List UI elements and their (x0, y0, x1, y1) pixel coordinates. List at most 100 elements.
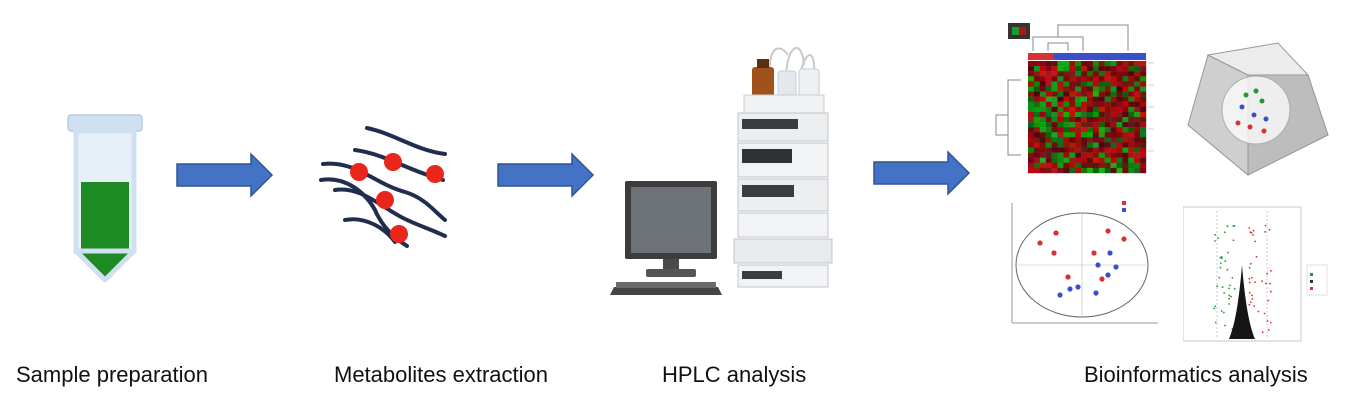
heatmap-cell (1045, 132, 1052, 138)
heatmap-cell (1051, 142, 1058, 148)
heatmap-cell (1122, 111, 1129, 118)
heatmap-cell (1045, 76, 1052, 82)
heatmap-cell (1075, 132, 1082, 138)
heatmap-cell (1033, 152, 1040, 158)
heatmap-cell (1122, 101, 1129, 108)
heatmap-cell (1028, 127, 1035, 133)
heatmap-cell (1028, 157, 1035, 164)
volcano-dot (1220, 256, 1223, 258)
heatmap-cell (1122, 61, 1129, 67)
heatmap-cell (1063, 86, 1070, 92)
heatmap-cell (1075, 137, 1082, 143)
heatmap-cell (1104, 142, 1111, 148)
heatmap-cell (1098, 142, 1105, 148)
volcano-dot (1249, 301, 1252, 304)
heatmap-cell (1039, 111, 1046, 118)
heatmap-cell (1057, 152, 1064, 158)
heatmap-cell (1128, 61, 1135, 67)
heatmap-cell (1033, 66, 1040, 72)
heatmap-cell (1140, 147, 1147, 153)
heatmap-cell (1051, 157, 1058, 164)
heatmap-cell (1140, 162, 1147, 169)
heatmap-cell (1039, 91, 1046, 97)
heatmap-cell (1122, 71, 1129, 77)
heatmap-cell (1098, 66, 1105, 72)
heatmap-cell (1087, 96, 1094, 102)
heatmap-cell (1081, 76, 1088, 82)
heatmap-cell (1128, 127, 1135, 133)
heatmap-cell (1039, 101, 1046, 108)
heatmap-cell (1033, 157, 1040, 164)
heatmap-cell (1057, 66, 1064, 72)
heatmap-cell (1069, 101, 1076, 108)
heatmap-cell (1039, 81, 1046, 87)
heatmap-cell (1087, 152, 1094, 158)
heatmap-cell (1075, 66, 1082, 72)
heatmap-cell (1092, 66, 1099, 72)
heatmap-cell (1057, 101, 1064, 108)
heatmap-cell (1081, 137, 1088, 143)
heatmap-cell (1134, 76, 1141, 82)
heatmap-cell (1045, 137, 1052, 143)
heatmap-cell (1028, 71, 1035, 77)
heatmap-cell (1110, 117, 1117, 123)
heatmap-cell (1134, 81, 1141, 87)
heatmap-cell (1069, 71, 1076, 77)
heatmap-cell (1081, 101, 1088, 108)
heatmap-cell (1033, 132, 1040, 138)
heatmap-cell (1045, 66, 1052, 72)
heatmap-cell (1069, 81, 1076, 87)
heatmap-cell (1028, 162, 1035, 169)
volcano-dot (1248, 227, 1251, 229)
heatmap-cell (1098, 71, 1105, 77)
heatmap-cell (1134, 142, 1141, 148)
heatmap-cell (1069, 111, 1076, 118)
volcano-dot (1228, 303, 1231, 305)
heatmap-cell (1104, 117, 1111, 123)
heatmap-cell (1033, 127, 1040, 133)
heatmap-cell (1092, 157, 1099, 164)
heatmap-cell (1134, 137, 1141, 143)
heatmap-cell (1122, 127, 1129, 133)
heatmap-cell (1039, 167, 1046, 174)
volcano-dot (1265, 282, 1267, 285)
heatmap-cell (1104, 167, 1111, 174)
heatmap-cell (1075, 81, 1082, 87)
heatmap-cell (1028, 76, 1035, 82)
heatmap-cell (1098, 157, 1105, 164)
volcano-dot (1229, 284, 1231, 287)
heatmap-cell (1057, 142, 1064, 148)
volcano-dot (1226, 268, 1229, 271)
volcano-dot (1213, 307, 1216, 310)
heatmap-cell (1140, 157, 1147, 164)
volcano-dot (1264, 230, 1267, 233)
volcano-dot (1254, 240, 1257, 243)
heatmap-cell (1092, 106, 1099, 113)
heatmap-cell (1075, 147, 1082, 153)
heatmap-cell (1116, 111, 1123, 118)
heatmap-cell (1134, 91, 1141, 97)
heatmap-cell (1069, 147, 1076, 153)
heatmap-cell (1033, 91, 1040, 97)
volcano-dot (1248, 266, 1251, 269)
heatmap-cell (1051, 101, 1058, 108)
heatmap-cell (1081, 71, 1088, 77)
heatmap-cell (1081, 162, 1088, 169)
heatmap-cell (1039, 71, 1046, 77)
volcano-dot (1249, 262, 1252, 265)
heatmap-cell (1028, 86, 1035, 92)
heatmap-cell (1045, 142, 1052, 148)
volcano-dot (1266, 272, 1269, 275)
heatmap-cell (1128, 71, 1135, 77)
heatmap-cell (1122, 66, 1129, 72)
heatmap-cell (1051, 162, 1058, 169)
heatmap-cell (1028, 106, 1035, 113)
heatmap-cell (1087, 101, 1094, 108)
heatmap-cell (1140, 127, 1147, 133)
heatmap-cell (1122, 167, 1129, 174)
heatmap-cell (1087, 76, 1094, 82)
heatmap-cell (1104, 157, 1111, 164)
heatmap-cell (1051, 96, 1058, 102)
heatmap-cell (1069, 86, 1076, 92)
heatmap-cell (1028, 137, 1035, 143)
